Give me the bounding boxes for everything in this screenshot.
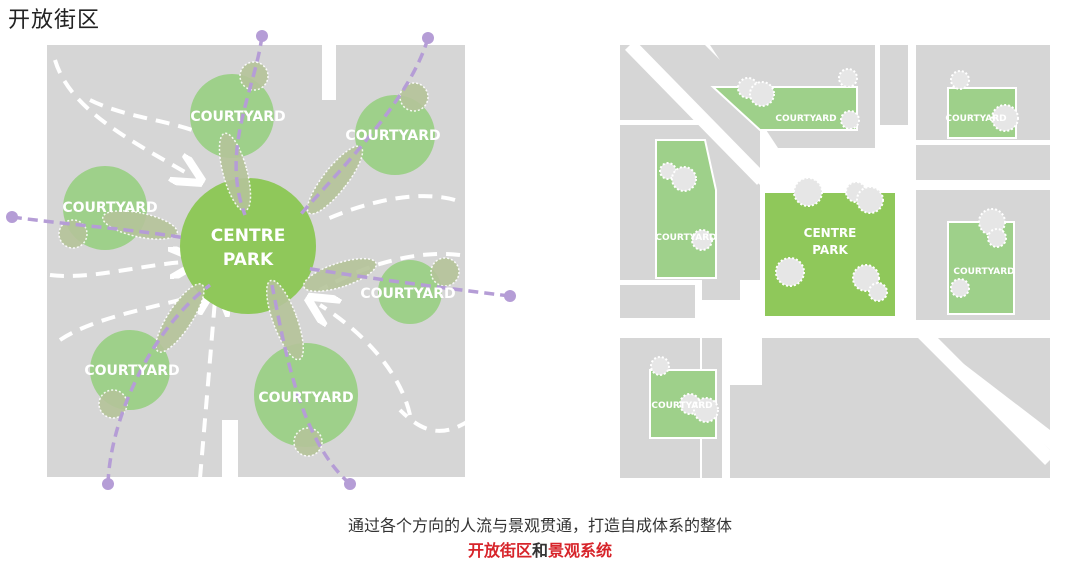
left-courtyard-bottom — [254, 343, 358, 447]
left-diagram: COURTYARD COURTYARD COURTYARD COURTYARD … — [6, 30, 516, 490]
caption-line-1: 通过各个方向的人流与景观贯通，打造自成体系的整体 — [347, 516, 732, 535]
right-diagram: COURTYARD COURTYARD COURTYARD COURTYARD … — [620, 40, 1055, 478]
left-label-courtyard-top: COURTYARD — [190, 109, 285, 125]
caption-line-2: 开放街区和景观系统 — [0, 537, 1080, 561]
right-trees — [650, 68, 1019, 423]
right-label-park: PARK — [812, 243, 848, 257]
caption-highlight-open-block: 开放街区 — [467, 541, 532, 560]
right-label-courtyard-top: COURTYARD — [775, 114, 836, 124]
right-label-courtyard-left: COURTYARD — [655, 233, 716, 243]
right-label-courtyard-top-right: COURTYARD — [945, 114, 1006, 124]
caption-connector: 和 — [531, 541, 548, 560]
left-label-courtyard-right: COURTYARD — [360, 286, 455, 302]
left-label-courtyard-left: COURTYARD — [62, 200, 157, 216]
left-gap-bottom — [222, 420, 238, 480]
caption-highlight-landscape: 景观系统 — [548, 541, 613, 560]
left-gap-top — [322, 40, 336, 100]
left-purple-paths — [11, 35, 511, 486]
left-connectors — [58, 61, 460, 457]
left-courtyard-bottom-left — [90, 330, 170, 410]
left-label-centre: CENTRE — [211, 226, 286, 246]
open-block-diagrams: COURTYARD COURTYARD COURTYARD COURTYARD … — [6, 30, 1055, 490]
right-label-centre: CENTRE — [804, 226, 857, 240]
left-label-courtyard-bottom: COURTYARD — [258, 390, 353, 406]
page-title: 开放街区 — [8, 8, 101, 33]
right-diagonal-roads — [624, 40, 1055, 465]
left-courtyard-top — [190, 74, 274, 158]
left-purple-endpoints — [6, 30, 516, 490]
left-courtyard-right — [378, 260, 442, 324]
left-label-courtyard-bottom-left: COURTYARD — [84, 363, 179, 379]
left-label-park: PARK — [223, 250, 274, 270]
right-label-courtyard-right: COURTYARD — [953, 267, 1014, 277]
right-label-courtyard-bottom: COURTYARD — [651, 401, 712, 411]
left-courtyard-top-right — [355, 95, 435, 175]
left-centre-park — [180, 178, 316, 314]
left-label-courtyard-top-right: COURTYARD — [345, 128, 440, 144]
